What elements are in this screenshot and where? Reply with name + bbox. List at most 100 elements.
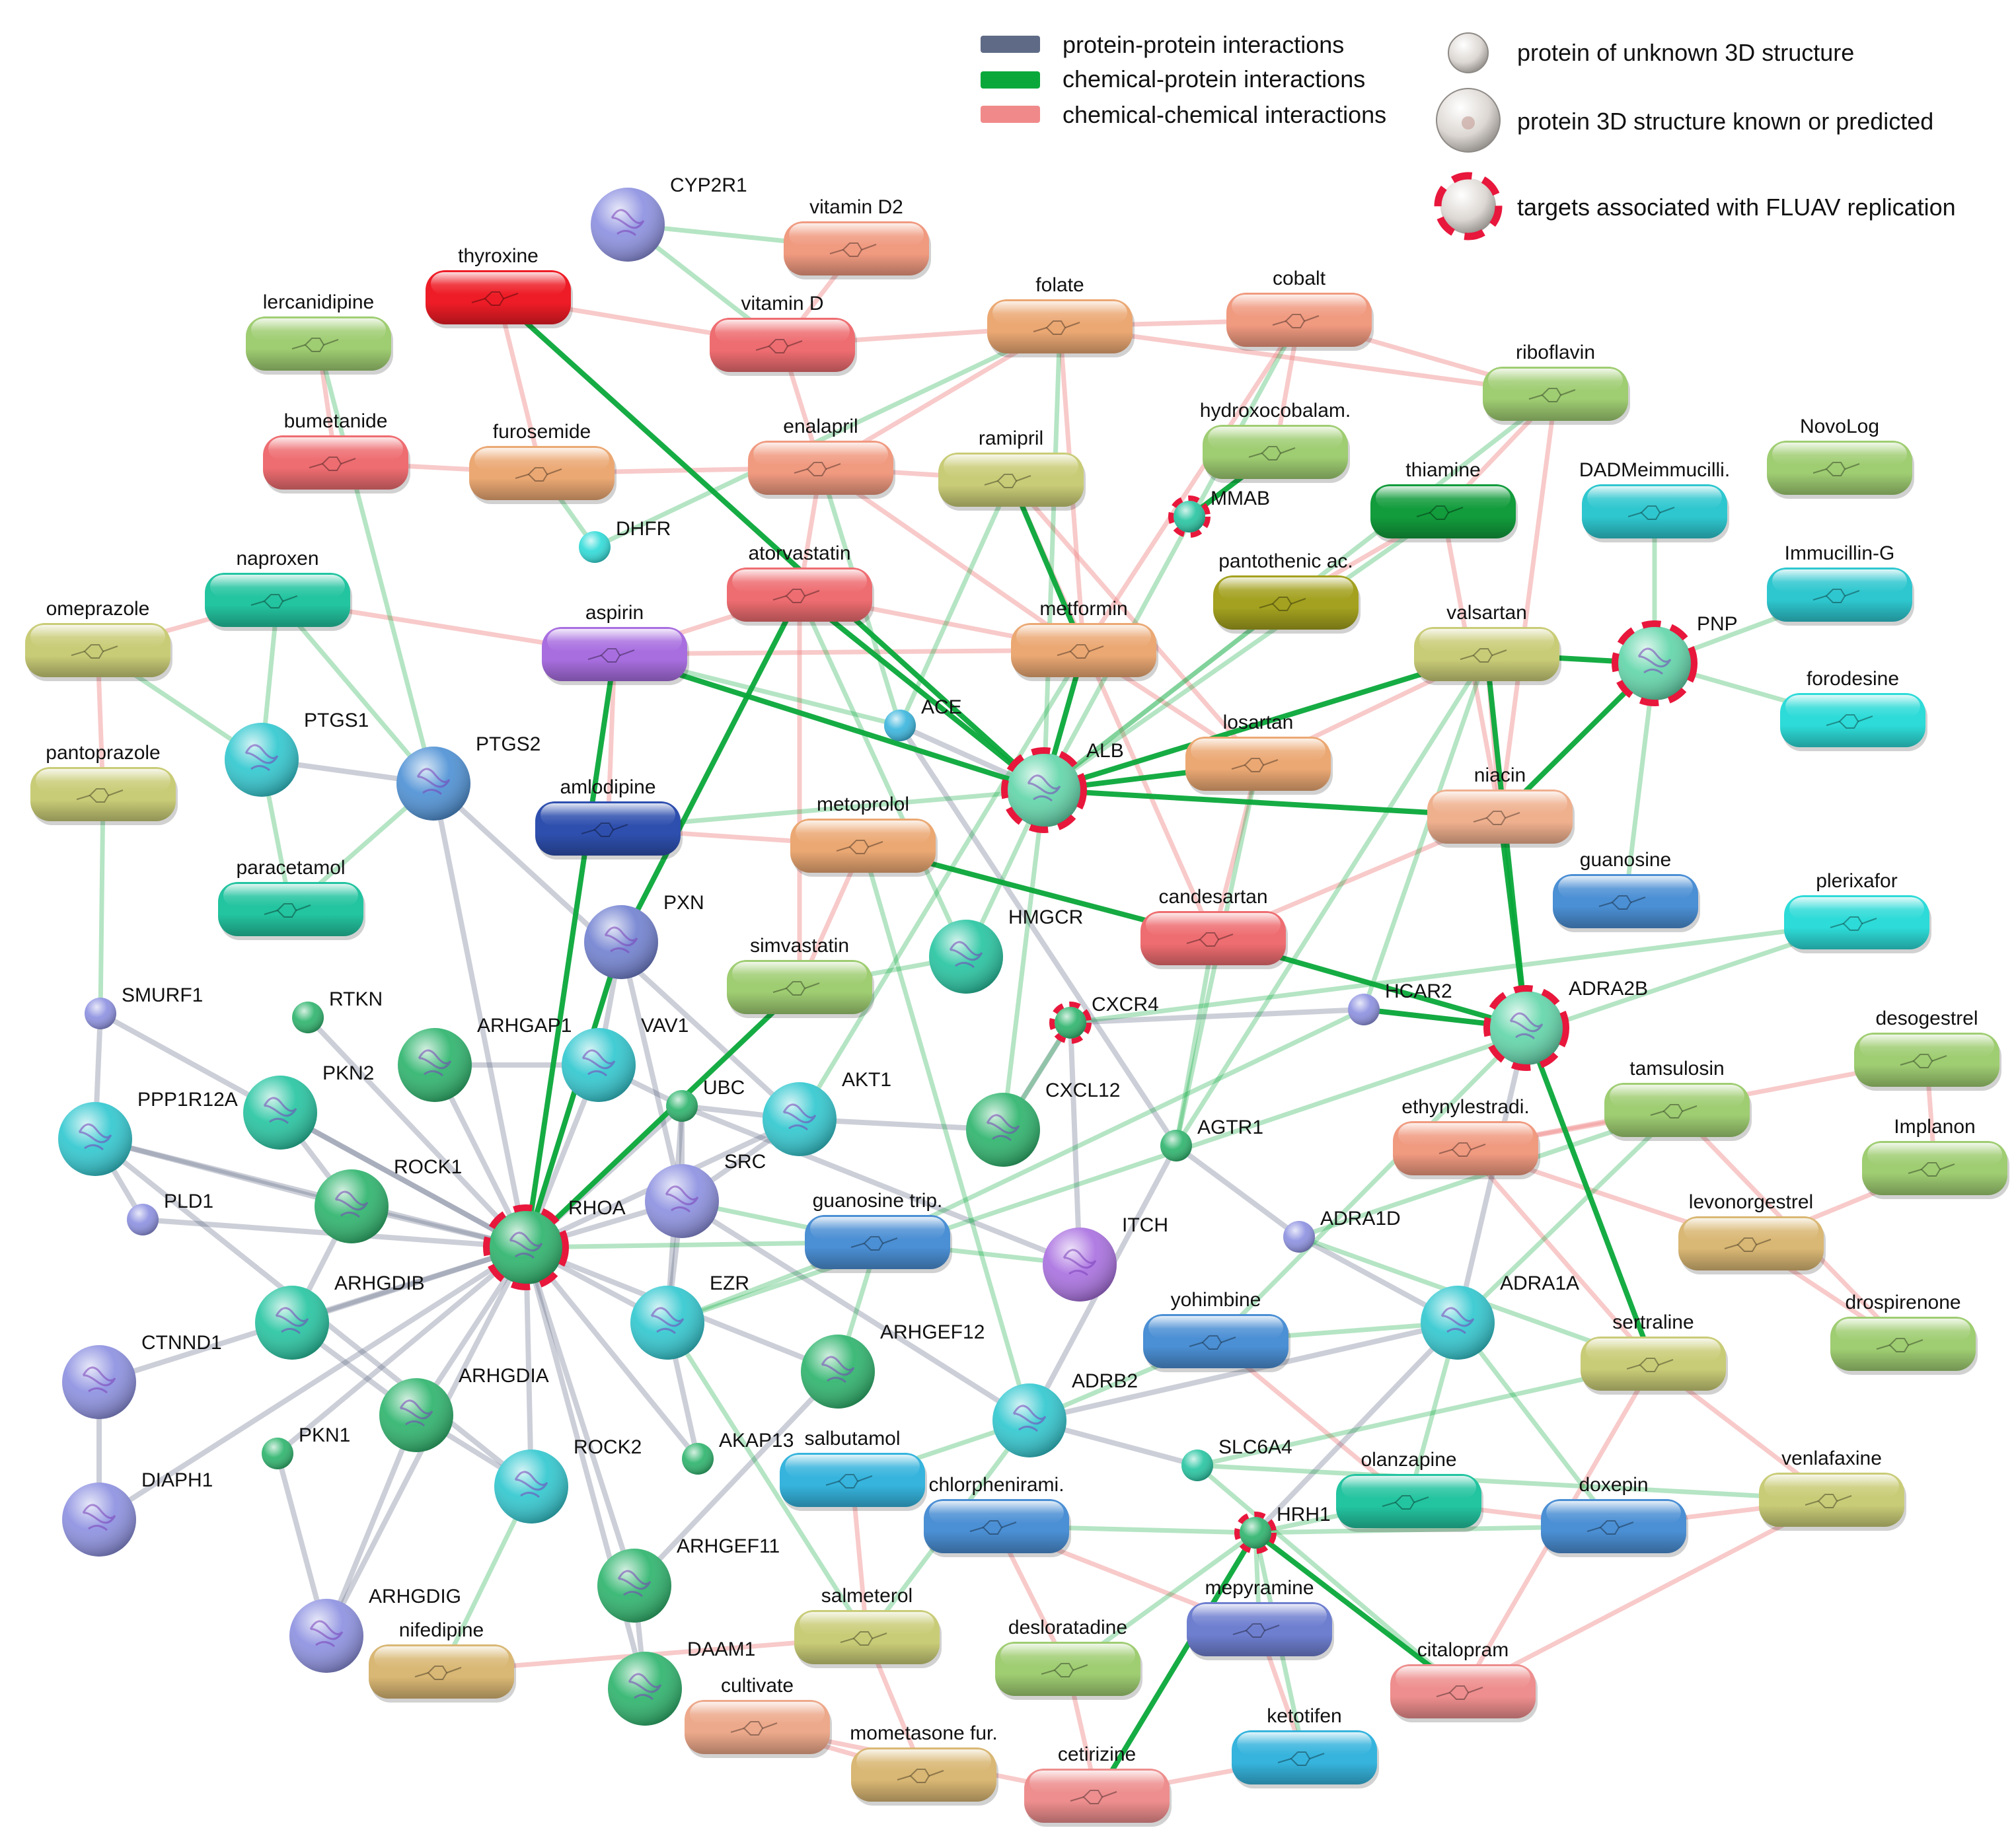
node-salbutamol[interactable]: salbutamol: [780, 1428, 927, 1511]
node-src[interactable]: SRC: [645, 1151, 766, 1238]
node-ketotifen[interactable]: ketotifen: [1232, 1705, 1379, 1788]
node-olanzapine[interactable]: olanzapine: [1336, 1449, 1483, 1532]
node-citalopram[interactable]: citalopram: [1390, 1639, 1538, 1722]
node-losartan[interactable]: losartan: [1185, 712, 1333, 795]
node-candesartan[interactable]: candesartan: [1140, 886, 1288, 969]
node-lercanidipine[interactable]: lercanidipine: [246, 291, 393, 375]
node-hcar2[interactable]: HCAR2: [1348, 980, 1452, 1025]
node-rtkn[interactable]: RTKN: [292, 988, 383, 1033]
node-adra2b[interactable]: ADRA2B: [1483, 978, 1648, 1071]
node-daam1[interactable]: DAAM1: [608, 1638, 755, 1726]
node-adra1d[interactable]: ADRA1D: [1283, 1208, 1401, 1253]
node-diaph1[interactable]: DIAPH1: [62, 1469, 213, 1557]
node-cobalt[interactable]: cobalt: [1226, 268, 1374, 351]
node-guanosine[interactable]: guanosine: [1553, 849, 1700, 932]
node-riboflavin[interactable]: riboflavin: [1483, 342, 1630, 425]
node-vitd[interactable]: vitamin D: [710, 293, 857, 376]
node-yohimbine[interactable]: yohimbine: [1143, 1289, 1290, 1372]
node-rock2[interactable]: ROCK2: [494, 1436, 642, 1524]
node-dadme[interactable]: DADMeimmucilli.: [1579, 459, 1730, 542]
node-pxn[interactable]: PXN: [584, 892, 704, 979]
node-mepyramine[interactable]: mepyramine: [1187, 1577, 1334, 1660]
node-alb[interactable]: ALB: [1001, 740, 1124, 833]
node-hrh1[interactable]: HRH1: [1234, 1504, 1331, 1554]
node-novolog[interactable]: NovoLog: [1767, 416, 1914, 499]
node-desogestrel[interactable]: desogestrel: [1854, 1008, 2001, 1091]
node-implanon[interactable]: Implanon: [1862, 1116, 2009, 1199]
node-arhgef12[interactable]: ARHGEF12: [801, 1321, 985, 1409]
node-sertraline[interactable]: sertraline: [1581, 1311, 1728, 1395]
node-omeprazole[interactable]: omeprazole: [25, 598, 172, 681]
node-mmab[interactable]: MMAB: [1168, 488, 1270, 538]
node-naproxen[interactable]: naproxen: [205, 548, 352, 631]
node-aspirin[interactable]: aspirin: [542, 602, 689, 685]
node-cxcl12[interactable]: CXCL12: [966, 1080, 1120, 1167]
node-cultivate[interactable]: cultivate: [685, 1675, 832, 1758]
node-ethynylestradi[interactable]: ethynylestradi.: [1393, 1096, 1540, 1179]
node-pkn2[interactable]: PKN2: [243, 1062, 374, 1150]
node-enalapril[interactable]: enalapril: [748, 416, 895, 499]
node-ptgs2[interactable]: PTGS2: [396, 733, 541, 821]
node-ezr[interactable]: EZR: [630, 1272, 749, 1360]
node-guanosinetrip[interactable]: guanosine trip.: [805, 1190, 952, 1273]
node-adrb2[interactable]: ADRB2: [992, 1370, 1138, 1457]
node-simvastatin[interactable]: simvastatin: [727, 935, 874, 1018]
node-amlodipine[interactable]: amlodipine: [535, 776, 683, 860]
node-pnp[interactable]: PNP: [1612, 613, 1738, 706]
node-arhgdig[interactable]: ARHGDIG: [289, 1586, 461, 1673]
node-vitd2[interactable]: vitamin D2: [784, 196, 931, 279]
node-vav1[interactable]: VAV1: [562, 1015, 689, 1102]
node-dhfr[interactable]: DHFR: [579, 518, 671, 563]
node-adra1a[interactable]: ADRA1A: [1421, 1272, 1579, 1360]
node-arhgef11[interactable]: ARHGEF11: [597, 1535, 780, 1623]
node-paracetamol[interactable]: paracetamol: [218, 857, 365, 940]
node-metoprolol[interactable]: metoprolol: [790, 793, 938, 877]
node-doxepin[interactable]: doxepin: [1541, 1474, 1688, 1557]
node-levonorgestrel[interactable]: levonorgestrel: [1678, 1191, 1826, 1274]
node-thyroxine[interactable]: thyroxine: [426, 245, 573, 328]
node-cyp2r1[interactable]: CYP2R1: [591, 174, 747, 262]
node-plerixafor[interactable]: plerixafor: [1784, 870, 1931, 953]
node-forodesine[interactable]: forodesine: [1780, 668, 1927, 751]
node-tamsulosin[interactable]: tamsulosin: [1604, 1058, 1752, 1141]
node-ace[interactable]: ACE: [884, 696, 962, 741]
node-pkn1[interactable]: PKN1: [262, 1424, 350, 1469]
node-pld1[interactable]: PLD1: [127, 1191, 213, 1235]
node-pantothenic[interactable]: pantothenic ac.: [1213, 550, 1361, 634]
node-ubc[interactable]: UBC: [666, 1077, 745, 1122]
node-salmeterol[interactable]: salmeterol: [794, 1585, 942, 1668]
node-ptgs1[interactable]: PTGS1: [225, 710, 369, 797]
node-hmgcr[interactable]: HMGCR: [929, 906, 1083, 994]
node-rhoa[interactable]: RHOA: [483, 1197, 626, 1290]
node-pantoprazole[interactable]: pantoprazole: [30, 742, 178, 825]
node-nifedipine[interactable]: nifedipine: [369, 1619, 516, 1703]
node-drospirenone[interactable]: drospirenone: [1830, 1292, 1978, 1375]
node-agtr1[interactable]: AGTR1: [1160, 1117, 1263, 1161]
node-immucillin[interactable]: Immucillin-G: [1767, 542, 1914, 626]
node-akap13[interactable]: AKAP13: [682, 1430, 794, 1475]
node-ramipril[interactable]: ramipril: [938, 427, 1086, 511]
node-metformin[interactable]: metformin: [1011, 598, 1158, 681]
node-itch[interactable]: ITCH: [1043, 1214, 1168, 1302]
node-arhgdib[interactable]: ARHGDIB: [255, 1272, 425, 1360]
node-valsartan[interactable]: valsartan: [1414, 602, 1561, 685]
node-desloratadine[interactable]: desloratadine: [995, 1617, 1142, 1700]
node-cetirizine[interactable]: cetirizine: [1024, 1744, 1172, 1827]
node-mometasone[interactable]: mometasone fur.: [850, 1722, 998, 1806]
node-venlafaxine[interactable]: venlafaxine: [1759, 1448, 1906, 1531]
node-bumetanide[interactable]: bumetanide: [263, 410, 410, 494]
node-akt1[interactable]: AKT1: [763, 1069, 891, 1156]
node-thiamine[interactable]: thiamine: [1370, 459, 1518, 542]
node-niacin[interactable]: niacin: [1427, 764, 1575, 848]
node-rock1[interactable]: ROCK1: [315, 1156, 462, 1243]
node-ctnnd1[interactable]: CTNND1: [62, 1332, 222, 1419]
node-smurf1[interactable]: SMURF1: [85, 984, 203, 1029]
node-furosemide[interactable]: furosemide: [469, 421, 616, 504]
node-ppp1r12a[interactable]: PPP1R12A: [58, 1089, 238, 1176]
node-arhgdia[interactable]: ARHGDIA: [379, 1365, 549, 1452]
node-chlorphenirami[interactable]: chlorphenirami.: [924, 1474, 1071, 1557]
node-arhgap1[interactable]: ARHGAP1: [398, 1015, 572, 1102]
node-cxcr4[interactable]: CXCR4: [1049, 994, 1159, 1044]
node-slc6a4[interactable]: SLC6A4: [1181, 1436, 1292, 1481]
node-hydroxocobalam[interactable]: hydroxocobalam.: [1200, 400, 1351, 483]
